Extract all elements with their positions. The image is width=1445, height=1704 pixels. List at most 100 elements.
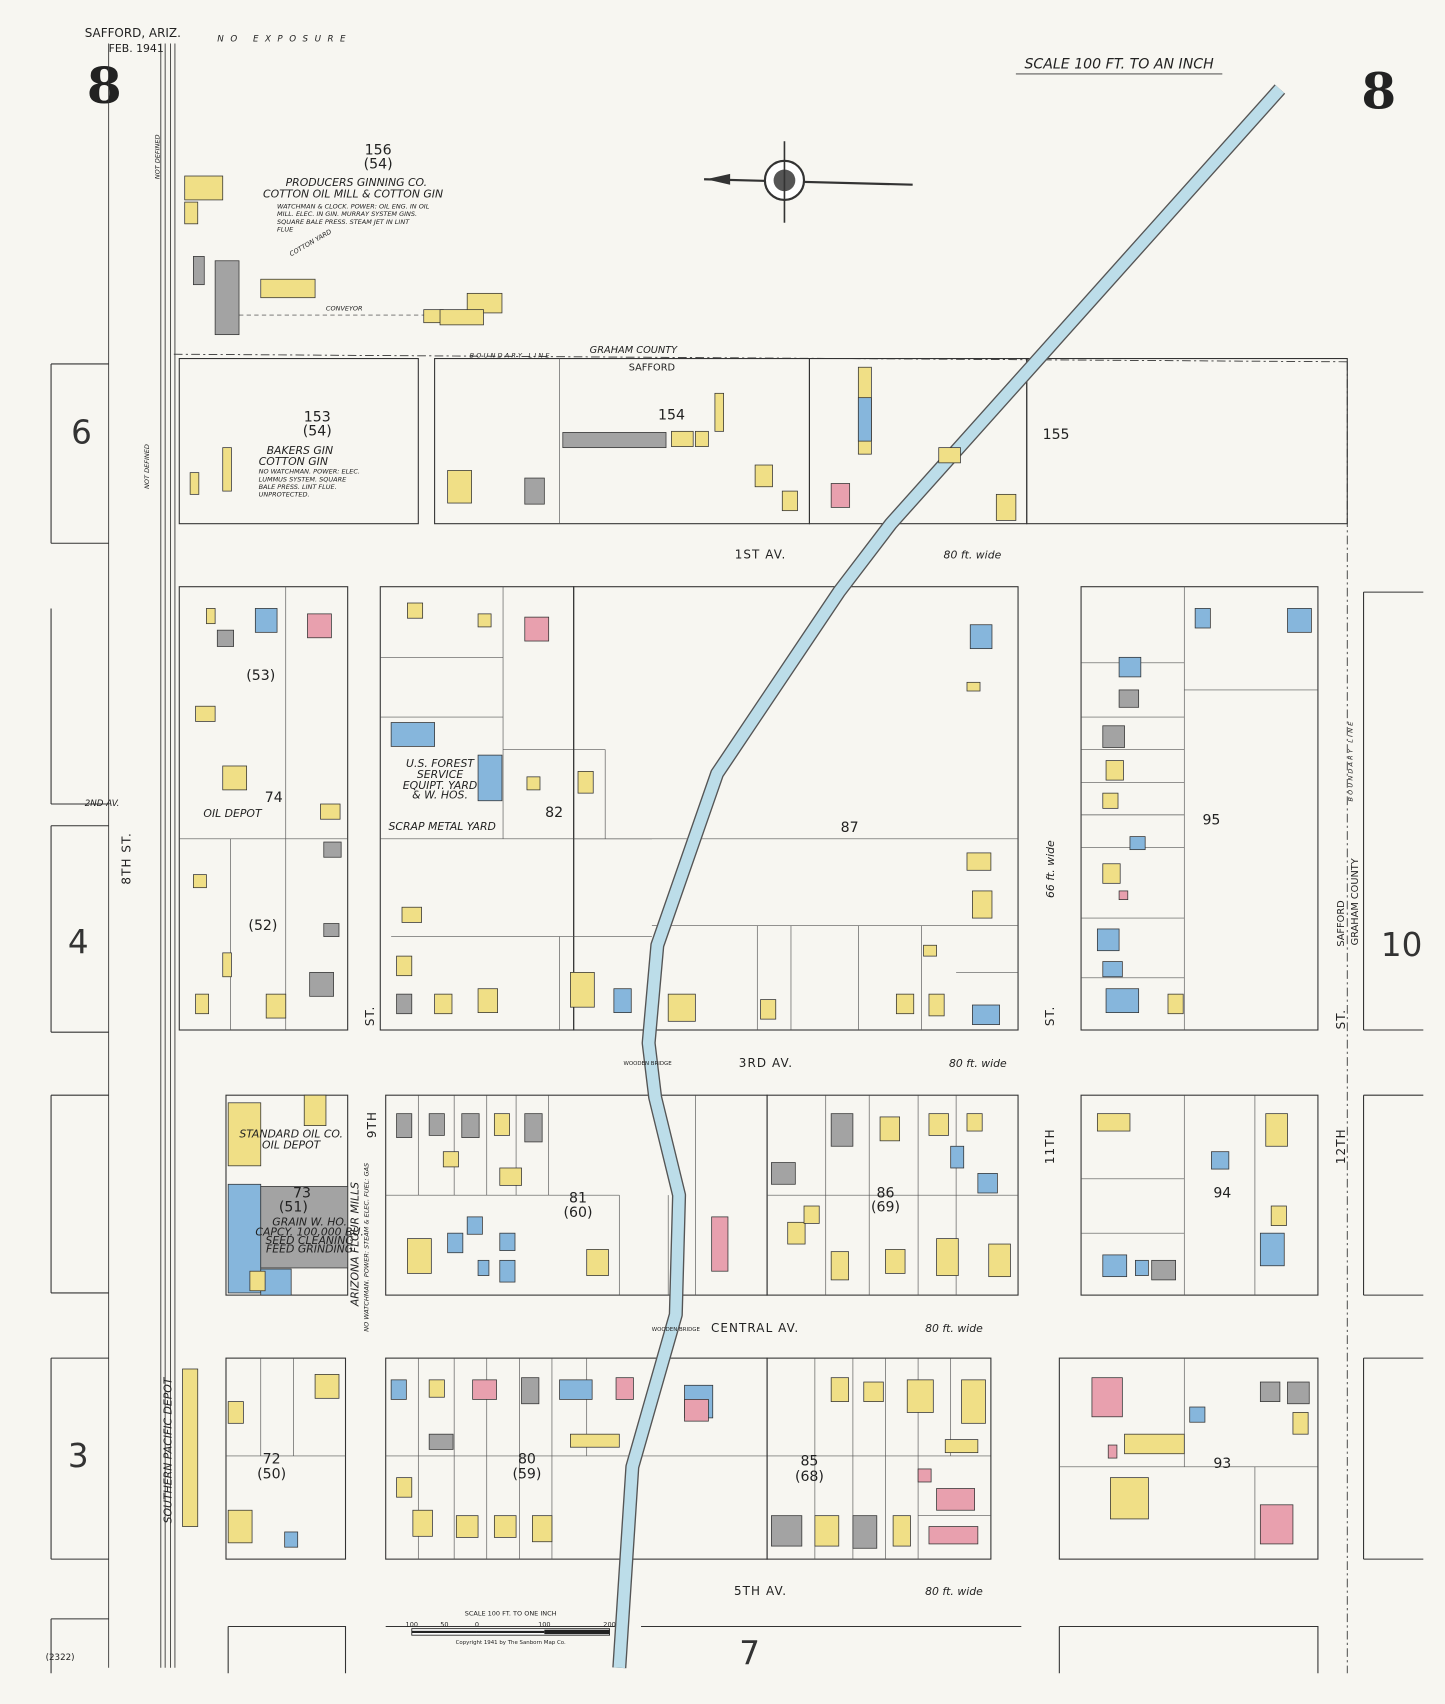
building-footprint: [863, 1381, 884, 1402]
bridge-label: WOODEN BRIDGE: [652, 1327, 701, 1333]
building-footprint: [193, 874, 207, 889]
building-footprint: [1102, 792, 1119, 809]
producers-name: PRODUCERS GINNING CO.: [286, 176, 428, 189]
building-footprint: [830, 1251, 849, 1281]
building-footprint: [760, 999, 777, 1020]
building-footprint: [390, 722, 435, 747]
building-footprint: [917, 1468, 932, 1483]
building-footprint: [260, 278, 316, 299]
bakers-note: LUMMUS SYSTEM. SQUARE: [259, 475, 348, 483]
building-footprint: [434, 993, 453, 1015]
building-footprint: [303, 1094, 327, 1126]
oil-depot-label: OIL DEPOT: [203, 807, 263, 820]
building-footprint: [570, 1433, 620, 1448]
building-footprint: [1102, 1254, 1128, 1278]
forest-service-label: U.S. FOREST: [406, 757, 475, 770]
building-footprint: [928, 1113, 949, 1136]
building-footprint: [879, 1116, 901, 1142]
building-footprint: [493, 1113, 510, 1136]
scale-bar: SCALE 100 FT. TO ONE INCH 100 50 0 100 2…: [406, 1610, 616, 1646]
building-footprint: [1118, 890, 1129, 901]
compass-rose-icon: [704, 141, 913, 223]
block-number: 154: [658, 407, 685, 423]
building-footprint: [309, 972, 334, 997]
building-footprint: [214, 260, 240, 336]
building-footprint: [1287, 608, 1312, 633]
block-numbers: 156 (54) 153 (54) 154 155 (53) 74 (52) 8…: [246, 142, 1231, 1485]
building-footprint: [923, 944, 937, 957]
block-old-number: (59): [512, 1467, 541, 1483]
building-footprint: [754, 464, 773, 488]
building-footprint: [787, 1221, 806, 1245]
building-footprint: [577, 771, 594, 794]
building-footprint: [694, 430, 709, 447]
building-footprint: [562, 432, 667, 449]
bakers-gin-name: BAKERS GIN: [267, 444, 333, 457]
bridge-label: WOODEN BRIDGE: [623, 1061, 672, 1067]
building-footprint: [857, 397, 872, 442]
block-number: 74: [265, 790, 283, 806]
building-footprint: [428, 1379, 445, 1398]
block-old-number: (54): [303, 424, 332, 440]
adjoining-blocks-left: [50, 363, 1424, 1674]
arizona-flour-mills-label: ARIZONA FLOUR MILLS: [349, 1182, 362, 1307]
building-footprint: [814, 1515, 840, 1547]
building-footprint: [461, 1113, 480, 1138]
building-footprint: [671, 430, 694, 447]
building-footprint: [1270, 1205, 1287, 1226]
grain-note: SEED CLEANING: [266, 1234, 354, 1247]
block-number: 156: [365, 142, 392, 158]
building-footprint: [1265, 1113, 1288, 1147]
building-footprint: [1259, 1381, 1281, 1402]
building-footprint: [559, 1379, 593, 1400]
building-footprint: [184, 201, 199, 225]
block-old-number: (69): [871, 1199, 900, 1215]
building-footprint: [216, 629, 234, 647]
city-label-vertical: SAFFORD: [1336, 900, 1347, 946]
building-footprint: [830, 483, 851, 508]
building-footprint: [227, 1509, 253, 1544]
block-number: 86: [877, 1185, 895, 1201]
building-footprint: [447, 1232, 464, 1254]
building-footprint: [189, 472, 200, 495]
building-footprint: [477, 988, 498, 1013]
building-footprint: [396, 1113, 413, 1138]
street-central-av: CENTRAL AV.: [711, 1321, 799, 1335]
street-2nd-av: 2ND AV.: [85, 799, 120, 809]
building-footprint: [936, 1488, 975, 1511]
building-footprint: [477, 1259, 490, 1276]
flour-mills-note: NO WATCHMAN. POWER: STEAM & ELEC. FUEL: …: [362, 1163, 370, 1332]
building-footprint: [771, 1515, 803, 1547]
street-3rd-av: 3RD AV.: [739, 1056, 793, 1070]
building-footprint: [222, 447, 232, 492]
building-footprint: [184, 175, 224, 201]
building-footprint: [1118, 689, 1140, 708]
building-footprint: [195, 705, 216, 722]
building-footprint: [193, 256, 205, 286]
standard-oil-sub: OIL DEPOT: [262, 1138, 322, 1151]
building-footprint: [493, 1515, 517, 1538]
street-width: 80 ft. wide: [944, 548, 1002, 561]
building-footprint: [524, 616, 550, 642]
block-number: 72: [263, 1452, 281, 1468]
map-date: FEB. 1941: [109, 42, 164, 55]
scrap-metal-yard-label: SCRAP METAL YARD: [389, 820, 496, 833]
building-footprint: [1211, 1151, 1230, 1170]
building-footprint: [407, 602, 424, 619]
building-footprint: [1151, 1259, 1176, 1281]
block-number: 73: [293, 1185, 311, 1201]
building-footprint: [830, 1377, 849, 1402]
building-footprint: [1135, 1259, 1149, 1276]
street-11th-st: 11TH: [1043, 1128, 1057, 1164]
standard-oil-label: STANDARD OIL CO.: [239, 1128, 343, 1141]
building-footprint: [254, 608, 278, 633]
street-5th-av: 5TH AV.: [734, 1584, 787, 1598]
building-footprint: [227, 1102, 262, 1167]
building-footprint: [265, 993, 287, 1019]
block-old-number: (54): [364, 156, 393, 172]
building-footprint: [412, 1509, 433, 1537]
building-footprint: [892, 1515, 911, 1547]
producers-note: MILL. ELEC. IN GIN. MURRAY SYSTEM GINS.: [277, 210, 417, 218]
building-footprint: [961, 1379, 986, 1424]
